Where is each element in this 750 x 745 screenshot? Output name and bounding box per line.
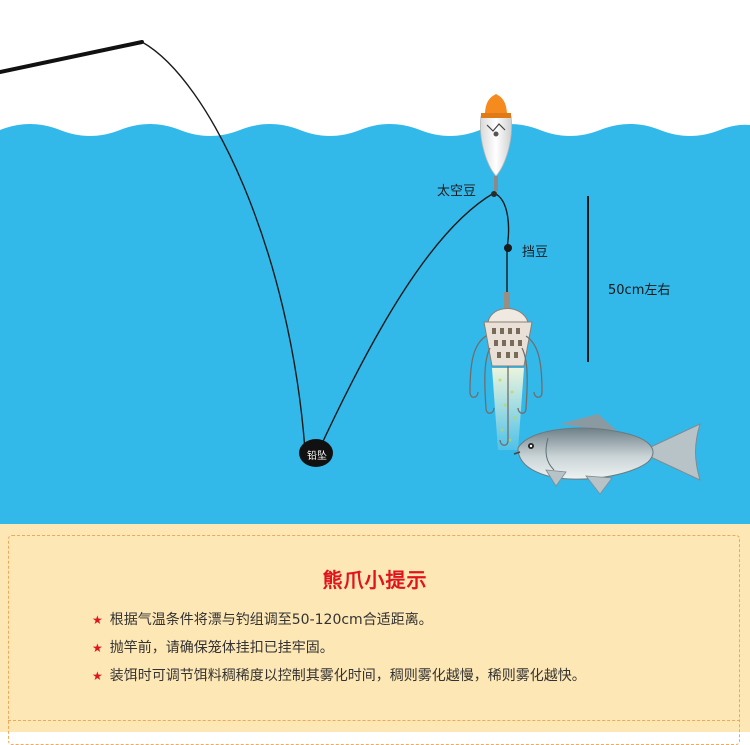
fishing-rig-diagram xyxy=(0,40,750,524)
stopper-label: 挡豆 xyxy=(522,245,549,260)
stopper-bead xyxy=(504,244,512,252)
distance-label: 50cm左右 xyxy=(608,283,671,298)
silver-carp-fish xyxy=(513,414,701,495)
tip-text: 抛竿前，请确保笼体挂扣已挂牢固。 xyxy=(109,640,334,656)
bait-cage xyxy=(469,292,543,450)
tip-item: ★ 抛竿前，请确保笼体挂扣已挂牢固。 xyxy=(92,637,334,657)
tips-divider xyxy=(8,720,740,721)
fishing-line-to-float xyxy=(317,192,495,453)
tip-text: 装饵时可调节饵料稠稀度以控制其雾化时间，稠则雾化越慢，稀则雾化越快。 xyxy=(109,668,586,684)
star-icon: ★ xyxy=(92,669,103,683)
fishing-rod xyxy=(0,40,144,74)
fishing-line-main xyxy=(141,41,306,451)
float-bean-label: 太空豆 xyxy=(437,184,477,199)
tip-item: ★ 装饵时可调节饵料稠稀度以控制其雾化时间，稠则雾化越慢，稀则雾化越快。 xyxy=(92,665,586,685)
tip-item: ★ 根据气温条件将漂与钓组调至50-120cm合适距离。 xyxy=(92,609,433,629)
tips-panel: 熊爪小提示 ★ 根据气温条件将漂与钓组调至50-120cm合适距离。 ★ 抛竿前，请… xyxy=(0,524,750,745)
sinker xyxy=(299,439,333,467)
tips-title: 熊爪小提示 xyxy=(322,568,428,592)
sinker-label: 铅坠 xyxy=(307,451,327,462)
star-icon: ★ xyxy=(92,613,103,627)
tip-text: 根据气温条件将漂与钓组调至50-120cm合适距离。 xyxy=(109,612,433,628)
float xyxy=(480,94,512,197)
star-icon: ★ xyxy=(92,641,103,655)
